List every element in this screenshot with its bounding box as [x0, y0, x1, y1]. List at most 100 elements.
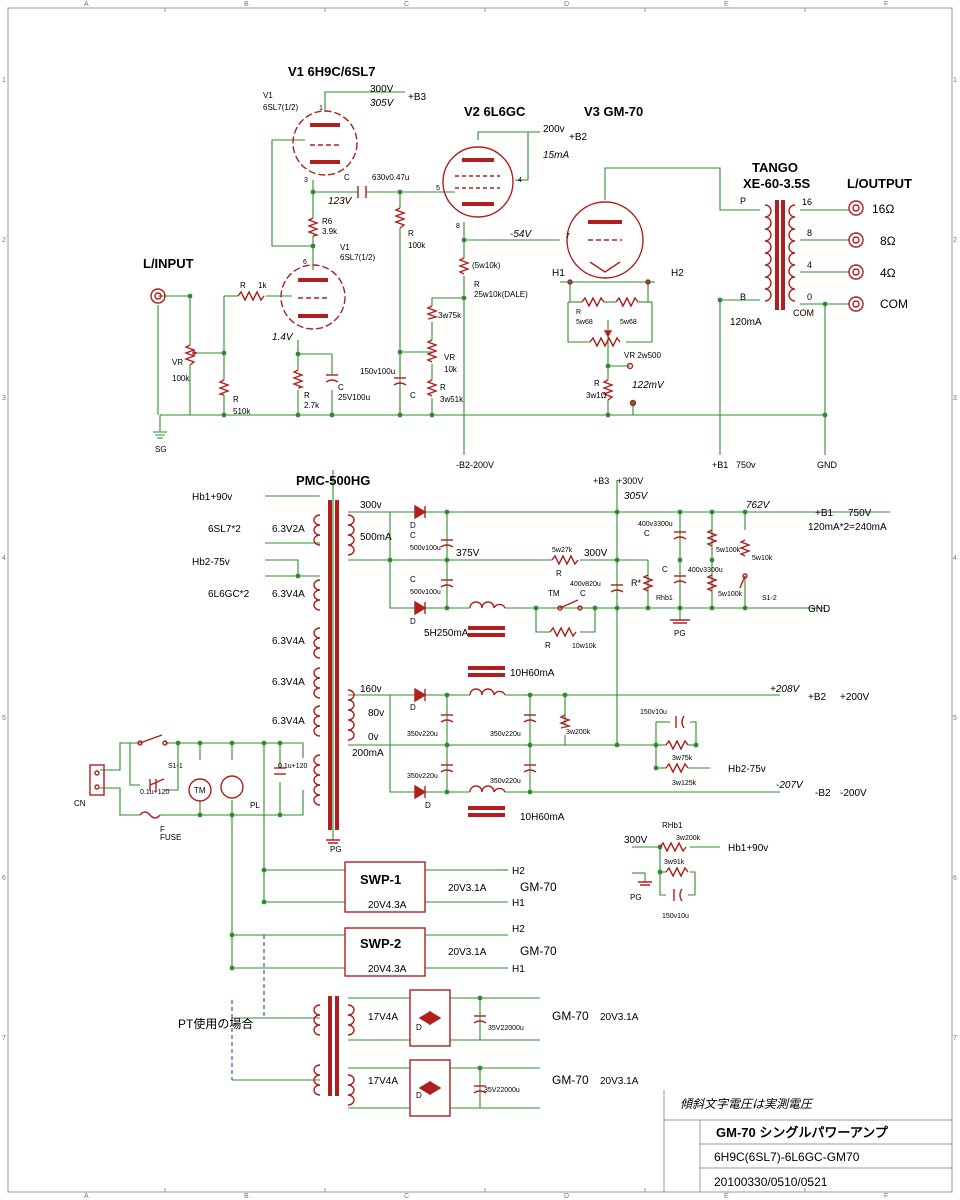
r-3w200k: 3w200k	[566, 729, 591, 736]
tap-0: 0	[807, 292, 812, 302]
r-3w125k: 3w125k	[672, 780, 697, 787]
cap-500b: 500v100u	[410, 589, 441, 596]
r5w68a: 5w68	[576, 319, 593, 326]
v1-title: V1 6H9C/6SL7	[288, 64, 375, 79]
choke-10h-a: 10H60mA	[510, 668, 555, 679]
gm70-2-amp: 20V3.1A	[448, 947, 487, 958]
v2-b2-volt: 200v	[543, 124, 565, 135]
ot-current: 120mA	[730, 317, 762, 328]
cap-c: C	[410, 531, 416, 540]
v1b-part: 6SL7(1/2)	[340, 253, 375, 262]
r510-val: 510k	[233, 407, 251, 416]
pt-diode-d: D	[416, 1091, 422, 1100]
psu-junctions	[175, 509, 748, 1071]
grid-col: D	[564, 1193, 569, 1200]
psu-labels: PMC-500HG Hb1+90v Hb2-75v 6SL7*2 6L6GC*2…	[74, 473, 887, 1100]
cap-0.1u: 0.1u+120	[140, 789, 169, 796]
cap-150v10u-b: 150v10u	[662, 913, 689, 920]
pin: 3	[304, 177, 308, 184]
output-jacks	[848, 200, 864, 312]
rk-ref: R	[304, 391, 310, 400]
diode-d: D	[410, 521, 416, 530]
b2-meas: +208V	[770, 684, 801, 695]
pg-label-3: PG	[630, 893, 642, 902]
b3-psu-meas: 305V	[624, 491, 649, 502]
grid-row: 5	[953, 715, 957, 722]
grid-row: 2	[2, 237, 6, 244]
heater-6l6: 6L6GC*2	[208, 589, 250, 600]
l-output-label: L/OUTPUT	[847, 176, 912, 191]
diode-d: D	[425, 801, 431, 810]
fuse-f: F	[160, 825, 165, 834]
cn-label: CN	[74, 799, 86, 808]
cap-coupling: 630v0.47u	[372, 173, 409, 182]
b2-psu: +B2	[808, 692, 827, 703]
cap-400a: 400v3300u	[638, 521, 673, 528]
b1-psu-volt: 750V	[848, 508, 872, 519]
pin: 4	[518, 177, 522, 184]
b2-label: +B2	[569, 132, 588, 143]
swp1-out: 20V4.3A	[368, 900, 407, 911]
input-jack	[150, 288, 166, 304]
grid-row: 6	[953, 875, 957, 882]
pg-label-2: PG	[330, 845, 342, 854]
xe-label: XE-60-3.5S	[743, 176, 811, 191]
pg-label: PG	[674, 629, 686, 638]
choke-10h-b: 10H60mA	[520, 812, 565, 823]
rin-ref: R	[240, 281, 246, 290]
power-transformer	[313, 500, 355, 830]
grid-ticks	[164, 8, 806, 1192]
cathode-meas: 1.4V	[272, 332, 294, 343]
swp2-h2: H2	[512, 924, 525, 935]
cap-400-c: C	[662, 565, 668, 574]
grid-col: B	[244, 1193, 249, 1200]
grid-col: C	[404, 1, 409, 8]
cap150: 150v100u	[360, 367, 395, 376]
pl-label: PL	[250, 801, 260, 810]
b2-psu-volt: +200V	[840, 692, 870, 703]
r-star: R*	[631, 578, 641, 588]
grid-row: 4	[953, 555, 957, 562]
r-10w10k: 10w10k	[572, 643, 597, 650]
tap-com: COM	[793, 308, 814, 318]
tap-4: 4	[807, 260, 812, 270]
cap-350d: 350v220u	[490, 778, 521, 785]
title-block: 傾斜文字電圧は実測電圧 GM-70 シングルパワーアンプ 6H9C(6SL7)-…	[663, 1090, 952, 1192]
r-3w75k: 3w75k	[438, 311, 462, 320]
swp2-out: 20V4.3A	[368, 964, 407, 975]
grid-row: 4	[2, 555, 6, 562]
vr-in-ref: VR	[172, 358, 183, 367]
tap-8: 8	[807, 228, 812, 238]
pt-note: PT使用の場合	[178, 1016, 253, 1031]
psu-dashed-wiring	[231, 935, 265, 1080]
r6-val: 3.9k	[322, 227, 338, 236]
vr10-val: 10k	[444, 365, 458, 374]
winding: 6.3V4A	[272, 716, 305, 727]
vr10-ref: VR	[444, 353, 455, 362]
swp2-title: SWP-2	[360, 936, 401, 951]
b3-label: +B3	[408, 92, 427, 103]
grid-row: 1	[2, 77, 6, 84]
r-dale-ref: R	[474, 280, 480, 289]
grid-col: B	[244, 1, 249, 8]
r-3w91k: 3w91k	[664, 859, 685, 866]
gm70-3-amp: 20V3.1A	[600, 1012, 639, 1023]
sec-500ma: 500mA	[360, 532, 392, 543]
tube-v3	[566, 201, 644, 279]
rhb1-label: RHb1	[662, 821, 683, 830]
b1-current: 120mA*2=240mA	[808, 522, 887, 533]
pt-17v-a: 17V4A	[368, 1012, 398, 1023]
tap-16: 16	[802, 197, 812, 207]
l-input-label: L/INPUT	[143, 256, 194, 271]
tap-p: P	[740, 196, 746, 206]
v300-b: 300V	[624, 835, 648, 846]
hb2-out: Hb2-75v	[728, 764, 766, 775]
rk-val: 2.7k	[304, 401, 320, 410]
grid-r-val: 100k	[408, 241, 426, 250]
tube-v1b	[280, 264, 346, 330]
r-5w10k: 5w10k	[752, 555, 773, 562]
sec-200ma: 200mA	[352, 748, 384, 759]
cap-500a: 500v100u	[410, 545, 441, 552]
cap-400v820: 400v820u	[570, 581, 601, 588]
v3-title: V3 GM-70	[584, 104, 643, 119]
